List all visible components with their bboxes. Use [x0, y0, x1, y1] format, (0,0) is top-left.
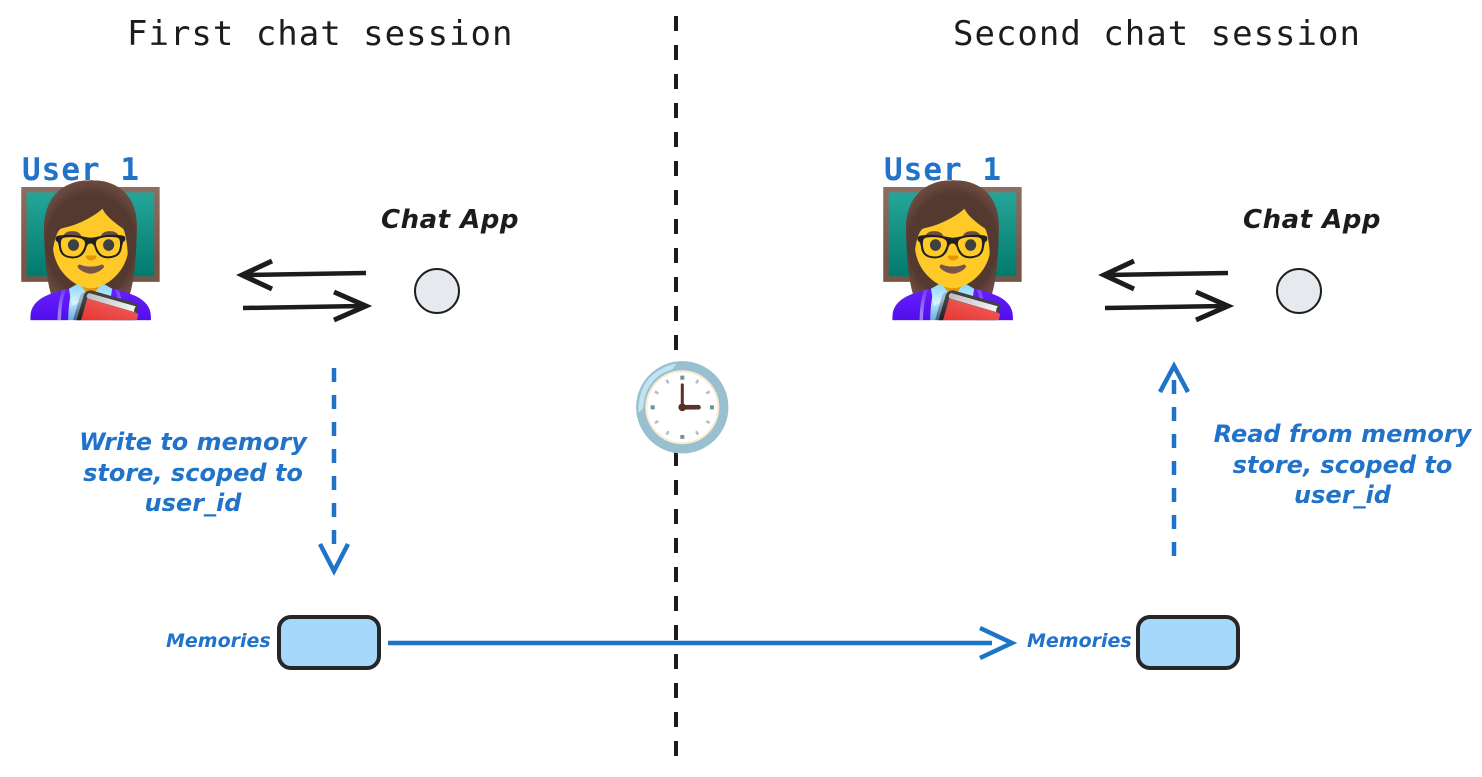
chat-app-label-right: Chat App: [1243, 205, 1381, 235]
user-label-right: User 1: [884, 152, 1002, 188]
dashed-arrow-up-right: [1158, 361, 1190, 556]
page-title-left-session: First chat session: [127, 14, 514, 54]
memory-persistence-arrow: [388, 625, 1018, 661]
memory-store-box-right[interactable]: [1136, 615, 1240, 670]
memories-label-left: Memories: [166, 630, 271, 652]
annotation-line: Read from memory: [1213, 420, 1472, 448]
session-divider: [674, 16, 678, 765]
annotation-line: store, scoped to: [83, 458, 303, 487]
chat-app-circle-icon-left[interactable]: [414, 268, 460, 314]
annotation-line: store, scoped to: [1232, 450, 1453, 479]
chat-app-circle-icon-right[interactable]: [1276, 268, 1322, 314]
user-label-left: User 1: [22, 152, 140, 188]
dashed-arrow-down-left: [318, 368, 350, 576]
annotation-line: user_id: [144, 489, 242, 518]
annotation-read-from-memory: Read from memory store, scoped to user_i…: [1203, 419, 1482, 511]
exchange-arrows-right: [1098, 258, 1235, 323]
memory-store-box-left[interactable]: [277, 615, 381, 670]
annotation-line: Write to memory: [79, 428, 307, 456]
chat-app-label-left: Chat App: [381, 205, 519, 235]
annotation-line: user_id: [1294, 481, 1391, 510]
woman-teacher-icon: 👩‍🏫: [874, 177, 1031, 324]
woman-teacher-icon: 👩‍🏫: [12, 177, 169, 324]
page-title-right-session: Second chat session: [953, 14, 1361, 54]
annotation-write-to-memory: Write to memory store, scoped to user_id: [48, 427, 338, 519]
exchange-arrows-left: [236, 258, 373, 323]
memories-label-right: Memories: [1027, 630, 1132, 652]
clock-icon: 🕒: [630, 358, 735, 456]
